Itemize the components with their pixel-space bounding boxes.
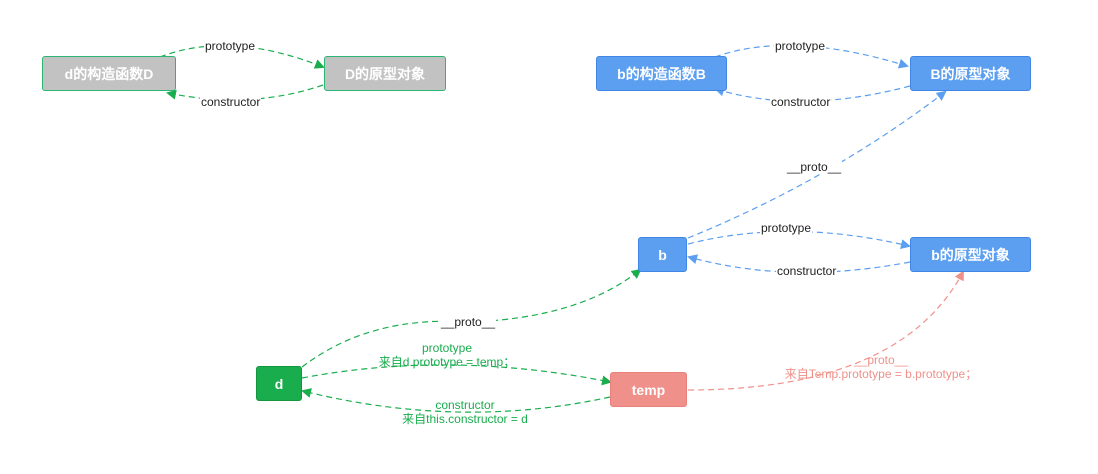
node-B-prototype-object[interactable]: B的原型对象 bbox=[910, 56, 1031, 91]
node-label: temp bbox=[631, 381, 666, 398]
label-b-prototype: prototype bbox=[760, 221, 813, 235]
node-d-constructor[interactable]: d的构造函数D bbox=[42, 56, 176, 91]
label-line: prototype bbox=[421, 341, 473, 355]
label-temp-constructor: constructor 来自this.constructor = d bbox=[384, 398, 546, 426]
node-label: B的原型对象 bbox=[930, 65, 1011, 82]
label-d-temp-prototype: prototype 来自d.prototype = temp； bbox=[370, 341, 524, 369]
label-d-proto: __proto__ bbox=[440, 315, 497, 329]
label-b-proto: __proto__ bbox=[786, 160, 843, 174]
node-label: D的原型对象 bbox=[344, 65, 426, 82]
edge-b-prototype bbox=[687, 230, 911, 250]
label-line: constructor bbox=[435, 398, 495, 412]
label-b-top-constructor: constructor bbox=[770, 95, 832, 109]
edge-d-temp-prototype bbox=[301, 364, 612, 386]
label-b-constructor: constructor bbox=[776, 264, 838, 278]
edge-temp-proto bbox=[687, 270, 964, 391]
node-b-prototype-object[interactable]: b的原型对象 bbox=[910, 237, 1031, 272]
node-label: b的构造函数B bbox=[617, 65, 706, 82]
node-temp[interactable]: temp bbox=[610, 372, 687, 407]
node-label: b bbox=[658, 246, 667, 263]
label-d-prototype: prototype bbox=[204, 39, 257, 53]
node-b-constructor[interactable]: b的构造函数B bbox=[596, 56, 727, 91]
label-line: __proto__ bbox=[853, 353, 909, 367]
node-label: b的原型对象 bbox=[931, 246, 1010, 263]
label-note: 来自Temp.prototype = b.prototype； bbox=[784, 367, 978, 381]
label-d-constructor: constructor bbox=[200, 95, 262, 109]
node-d[interactable]: d bbox=[256, 366, 302, 401]
node-b[interactable]: b bbox=[638, 237, 687, 272]
node-d-prototype-object[interactable]: D的原型对象 bbox=[324, 56, 446, 91]
label-note: 来自this.constructor = d bbox=[402, 412, 528, 426]
edge-d-proto bbox=[301, 268, 642, 368]
edge-temp-constructor bbox=[301, 388, 611, 413]
node-label: d的构造函数D bbox=[64, 65, 154, 82]
label-b-top-prototype: prototype bbox=[774, 39, 827, 53]
label-temp-proto: __proto__ 来自Temp.prototype = b.prototype… bbox=[765, 353, 997, 381]
label-note: 来自d.prototype = temp； bbox=[378, 355, 516, 369]
edge-d-prototype bbox=[159, 45, 325, 69]
node-label: d bbox=[274, 375, 284, 392]
